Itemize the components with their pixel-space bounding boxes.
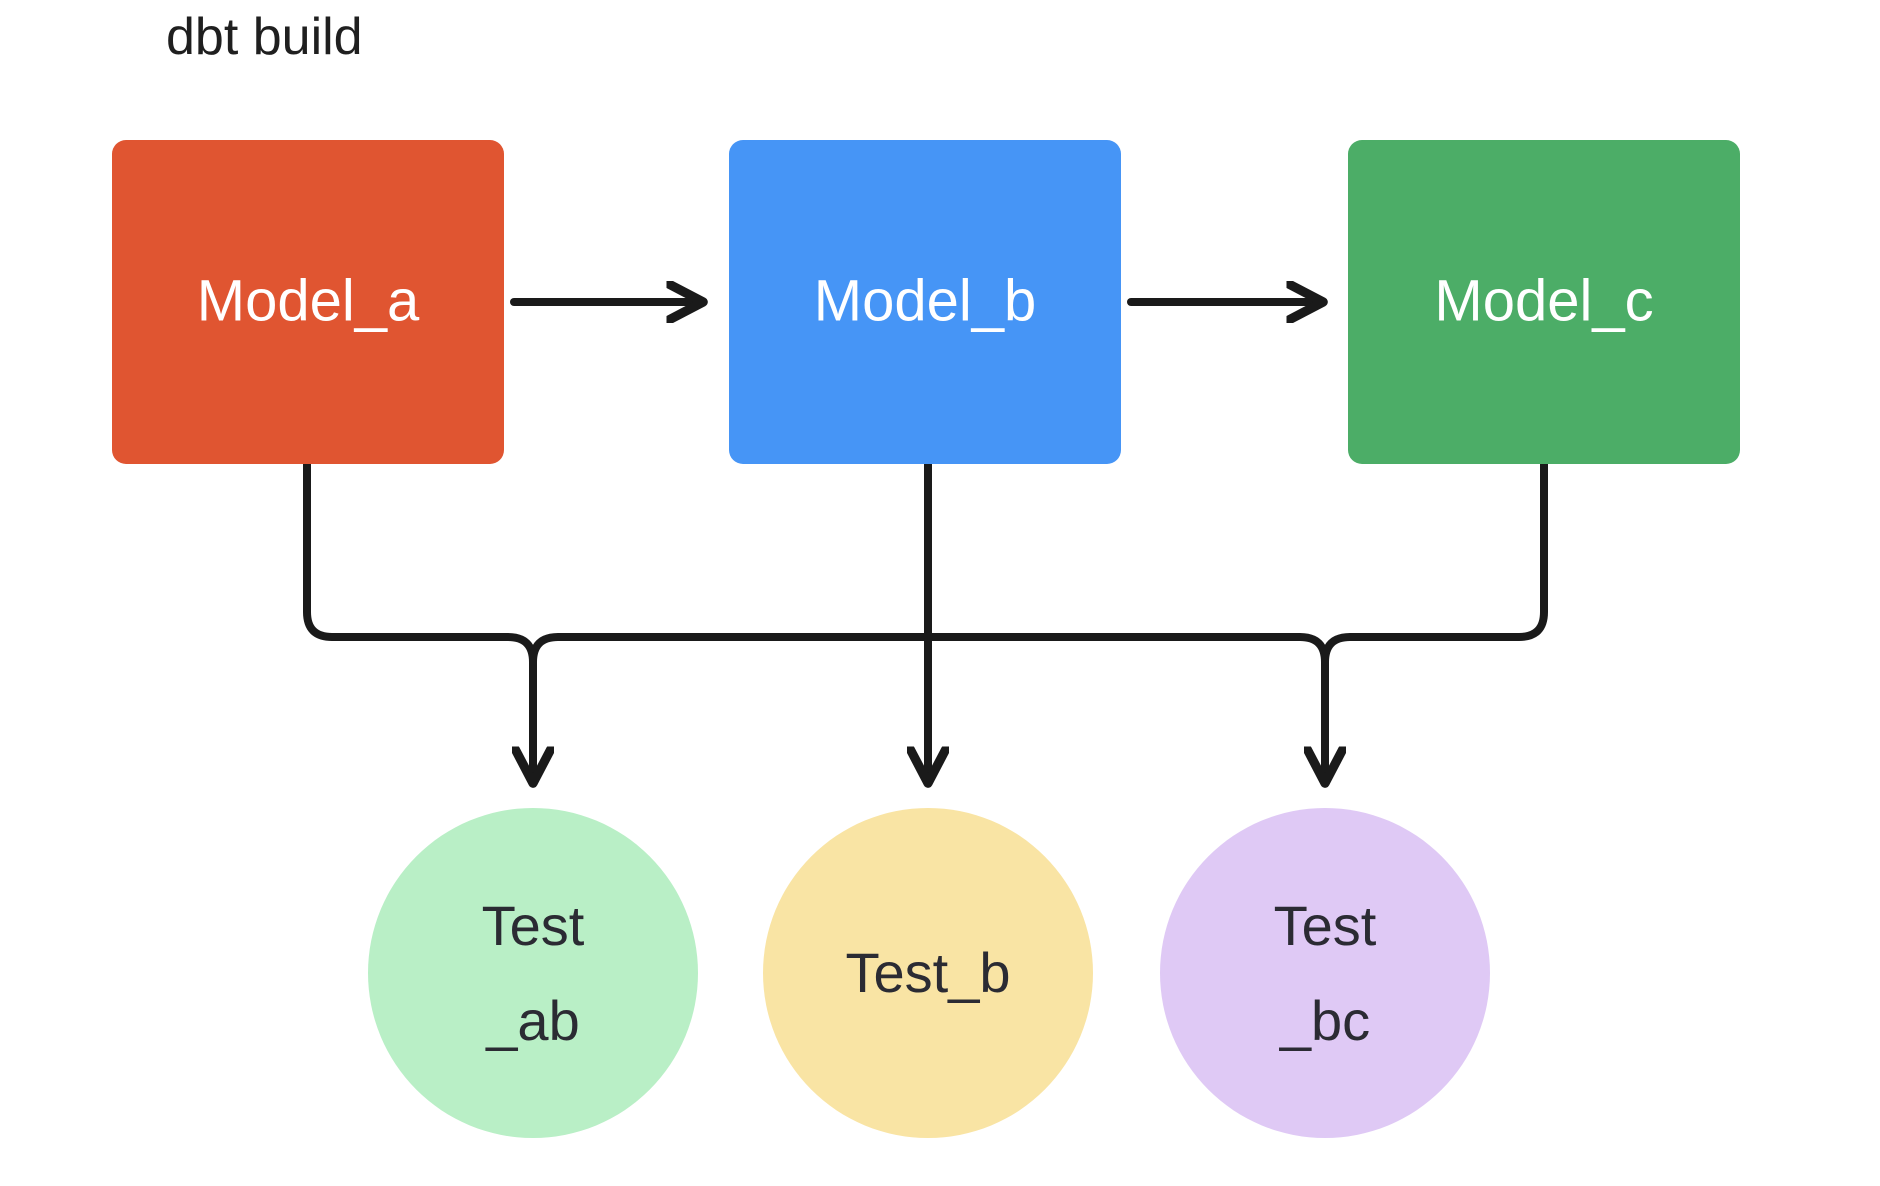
model-a-label: Model_a	[197, 268, 420, 333]
test-bc-label-line-1: Test	[1274, 894, 1377, 957]
model-c-label: Model_c	[1434, 268, 1653, 333]
model-c-box[interactable]	[1348, 140, 1740, 464]
test-ab-circle[interactable]	[368, 808, 698, 1138]
test-bc-circle[interactable]	[1160, 808, 1490, 1138]
node-model-a[interactable]: Model_a	[112, 140, 504, 464]
test-ab-label-line-2: _ab	[485, 989, 579, 1052]
node-model-b[interactable]: Model_b	[729, 140, 1121, 464]
test-ab-label-line-1: Test	[482, 894, 585, 957]
node-test-b[interactable]: Test_b	[763, 808, 1093, 1138]
diagram-title: dbt build	[166, 8, 363, 66]
edge-model-b-to-test-bc	[924, 633, 1325, 780]
model-a-box[interactable]	[112, 140, 504, 464]
edge-model-b-to-test-ab	[529, 633, 932, 666]
edge-model-a-to-test-ab	[303, 460, 533, 780]
test-b-label: Test_b	[846, 941, 1011, 1004]
model-b-label: Model_b	[814, 268, 1036, 333]
test-bc-label-line-2: _bc	[1279, 989, 1370, 1052]
edge-layer	[303, 302, 1548, 780]
node-test-bc[interactable]: Test _bc	[1160, 808, 1490, 1138]
node-model-c[interactable]: Model_c	[1348, 140, 1740, 464]
node-test-ab[interactable]: Test _ab	[368, 808, 698, 1138]
test-b-circle[interactable]	[763, 808, 1093, 1138]
model-b-box[interactable]	[729, 140, 1121, 464]
edge-model-c-to-test-bc	[1321, 460, 1548, 666]
